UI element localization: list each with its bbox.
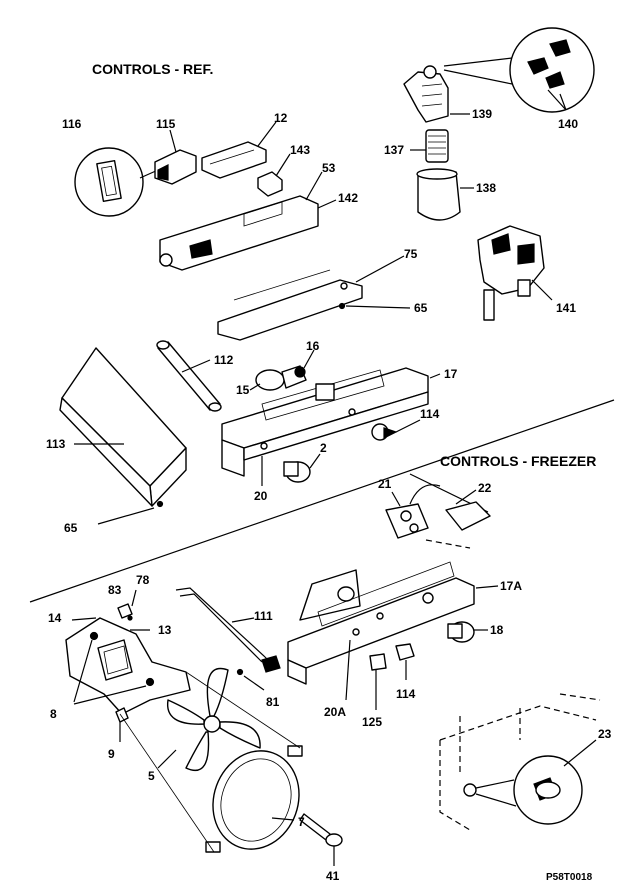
- part-137-filter: [410, 129, 449, 163]
- label-115: 115: [156, 117, 176, 131]
- part-75-plate: [217, 255, 411, 341]
- part-125-knob: [369, 653, 387, 710]
- label-138: 138: [476, 181, 496, 195]
- part-8-leaders: [73, 639, 147, 705]
- freezer-controls-title: CONTROLS - FREEZER: [440, 453, 596, 469]
- label-41: 41: [326, 869, 340, 883]
- part-83-78-clips: [117, 589, 137, 621]
- label-140: 140: [558, 117, 578, 131]
- label-15: 15: [236, 383, 250, 397]
- part-116-gasket: [74, 147, 159, 217]
- label-75: 75: [404, 247, 418, 261]
- label-142: 142: [338, 191, 358, 205]
- part-53-housing: [159, 171, 337, 271]
- part-21-thermostat: [385, 484, 441, 539]
- part-115-bracket: [154, 129, 197, 185]
- label-12: 12: [274, 111, 288, 125]
- part-111-wire-harness: [175, 587, 281, 691]
- label-17a: 17A: [500, 579, 522, 593]
- label-8: 8: [50, 707, 57, 721]
- part-18-knob: [447, 621, 488, 643]
- part-20a-leader: [345, 639, 351, 701]
- part-9-leader: [115, 707, 129, 742]
- label-113: 113: [46, 437, 66, 451]
- part-139-valve-body: [403, 65, 470, 123]
- label-9: 9: [108, 747, 115, 761]
- part-2-knob: [283, 453, 321, 483]
- figure-code: P58T0018: [546, 872, 593, 883]
- label-114-freezer: 114: [396, 687, 416, 701]
- label-13: 13: [158, 623, 172, 637]
- section-divider: [29, 399, 615, 603]
- part-65-screw: [97, 500, 164, 525]
- part-140-fittings-circle: [443, 27, 595, 113]
- label-21: 21: [378, 477, 392, 491]
- part-41-screw: [299, 813, 343, 866]
- label-23: 23: [598, 727, 612, 741]
- label-17: 17: [444, 367, 458, 381]
- label-16: 16: [306, 339, 320, 353]
- label-141: 141: [556, 301, 576, 315]
- part-7-fan-shroud: [119, 671, 303, 853]
- part-12-cover: [201, 121, 277, 179]
- label-116: 116: [62, 117, 82, 131]
- part-15-16-lamp-socket: [249, 349, 315, 391]
- label-20a: 20A: [324, 705, 346, 719]
- part-13-fan-motor: [97, 629, 150, 681]
- label-7: 7: [298, 815, 305, 829]
- label-14: 14: [48, 611, 62, 625]
- part-17-control-housing: [221, 367, 441, 477]
- label-83: 83: [108, 583, 122, 597]
- label-5: 5: [148, 769, 155, 783]
- label-114-ref: 114: [420, 407, 440, 421]
- label-18: 18: [490, 623, 504, 637]
- label-139: 139: [472, 107, 492, 121]
- ref-controls-title: CONTROLS - REF.: [92, 61, 213, 77]
- part-143-clip: [257, 153, 291, 197]
- label-65-upper: 65: [414, 301, 428, 315]
- part-112-rod: [156, 340, 222, 412]
- label-22: 22: [478, 481, 492, 495]
- label-137: 137: [384, 143, 404, 157]
- label-65-lower: 65: [64, 521, 78, 535]
- label-78: 78: [136, 573, 150, 587]
- label-81: 81: [266, 695, 280, 709]
- label-125: 125: [362, 715, 382, 729]
- part-23-cabinet-detail: [439, 693, 601, 831]
- part-5-fan-blade: [157, 667, 261, 772]
- label-112: 112: [214, 353, 234, 367]
- part-138-cup: [416, 168, 474, 221]
- part-113-channel: [59, 347, 187, 507]
- label-53: 53: [322, 161, 336, 175]
- part-114-knob-freezer: [395, 643, 415, 680]
- label-111: 111: [254, 609, 273, 623]
- label-20: 20: [254, 489, 268, 503]
- part-17a-control-housing: [287, 561, 499, 685]
- label-143: 143: [290, 143, 310, 157]
- part-141-valve-assembly: [477, 225, 553, 321]
- label-2: 2: [320, 441, 327, 455]
- part-22-sensor-tube: [409, 473, 491, 549]
- part-114-knob-ref: [371, 419, 421, 441]
